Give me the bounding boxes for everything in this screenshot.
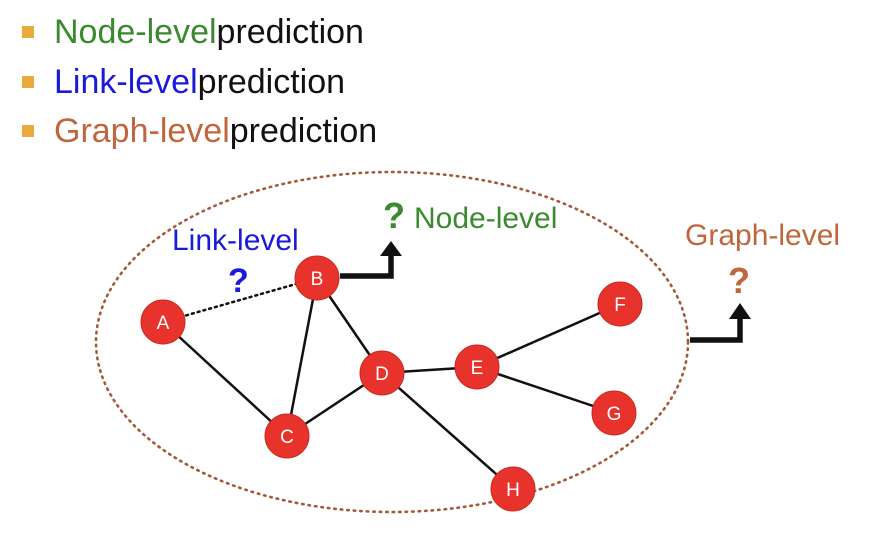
node-label: G bbox=[607, 404, 622, 425]
bullet-text: prediction bbox=[229, 112, 378, 150]
bullet-marker bbox=[22, 125, 34, 137]
nodes-layer: A B C D E F G H bbox=[140, 255, 643, 512]
node-level-label: Node-level bbox=[414, 202, 557, 235]
bullet-keyword: Node-level bbox=[54, 13, 217, 51]
graph-level-arrowhead bbox=[729, 303, 751, 319]
bullet-text: prediction bbox=[197, 63, 346, 101]
edge-e-g bbox=[476, 365, 615, 415]
node-f: F bbox=[597, 281, 643, 327]
node-level-question-mark: ? bbox=[383, 195, 405, 236]
node-level-arrowhead bbox=[380, 241, 402, 256]
graph-level-label: Graph-level bbox=[685, 219, 840, 252]
graph-level-arrow bbox=[690, 316, 743, 343]
node-label: B bbox=[311, 269, 324, 290]
node-h: H bbox=[490, 466, 536, 512]
link-level-question-mark: ? bbox=[228, 262, 249, 300]
node-circle bbox=[490, 466, 536, 512]
bullet-link-level: Link-level prediction bbox=[22, 62, 345, 102]
missing-link-dotted bbox=[161, 276, 319, 324]
edge-b-c bbox=[285, 277, 319, 437]
bullet-marker bbox=[22, 26, 34, 38]
node-label: D bbox=[375, 364, 389, 385]
bullet-graph-level: Graph-level prediction bbox=[22, 111, 377, 151]
node-g: G bbox=[591, 390, 637, 436]
node-circle bbox=[140, 299, 186, 345]
node-circle bbox=[454, 344, 500, 390]
node-circle bbox=[294, 255, 340, 301]
node-circle bbox=[597, 281, 643, 327]
node-label: E bbox=[471, 358, 484, 379]
node-label: A bbox=[157, 313, 170, 334]
node-label: C bbox=[280, 427, 294, 448]
link-level-label: Link-level bbox=[172, 224, 299, 257]
node-b: B bbox=[294, 255, 340, 301]
node-c: C bbox=[264, 413, 310, 459]
node-label: F bbox=[614, 295, 626, 316]
edge-e-f bbox=[476, 302, 621, 369]
bullet-text: prediction bbox=[216, 13, 364, 51]
node-label: H bbox=[506, 480, 520, 501]
node-level-arrow bbox=[340, 253, 394, 279]
edge-a-c bbox=[162, 321, 288, 437]
node-circle bbox=[591, 390, 637, 436]
node-circle bbox=[359, 350, 405, 396]
bullet-keyword: Link-level bbox=[54, 63, 198, 101]
edge-d-h bbox=[381, 372, 514, 490]
bullet-node-level: Node-level prediction bbox=[22, 12, 364, 52]
node-d: D bbox=[359, 350, 405, 396]
node-e: E bbox=[454, 344, 500, 390]
bullet-keyword: Graph-level bbox=[54, 112, 230, 150]
graph-level-question-mark: ? bbox=[728, 260, 750, 301]
graph-boundary-ellipse bbox=[94, 170, 690, 514]
node-circle bbox=[264, 413, 310, 459]
bullet-marker bbox=[22, 76, 34, 88]
node-a: A bbox=[140, 299, 186, 345]
